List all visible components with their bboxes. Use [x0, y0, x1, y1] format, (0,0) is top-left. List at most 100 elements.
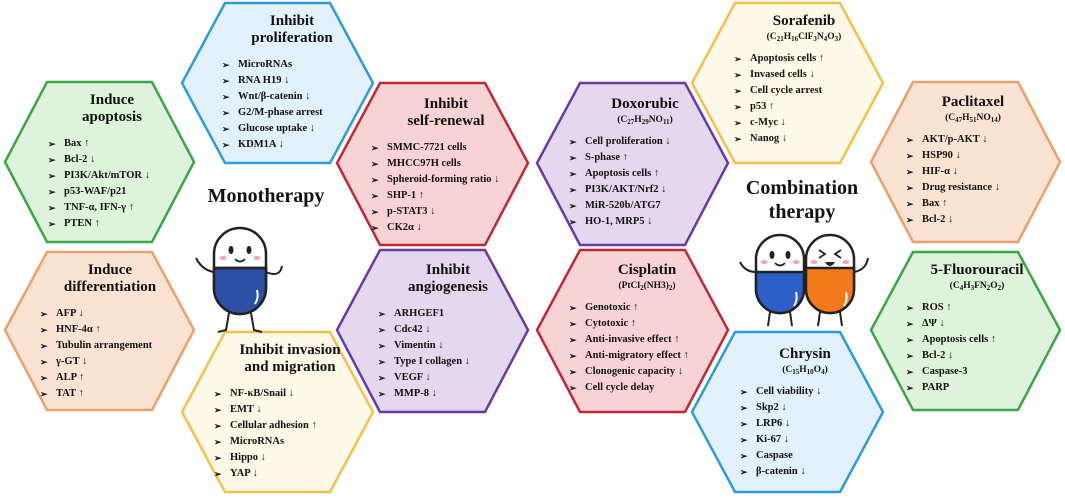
effect-text: PI3K/Akt/mTOR ↓ [64, 170, 150, 181]
effect-text: RNA H19 ↓ [238, 75, 290, 86]
effect-text: PARP [922, 382, 950, 393]
effect-item: ➢NF-κB/Snail ↓ [214, 386, 366, 402]
effect-item: ➢ SMMC-7721 cells [371, 140, 521, 156]
effect-item: ➢Anti-invasive effect ↑ [569, 332, 725, 348]
effect-text: Cytotoxic ↑ [585, 318, 637, 329]
hex-title-line: Inhibit [423, 96, 469, 112]
effect-item: ➢AFP ↓ [40, 306, 180, 322]
bullet-arrow-icon: ➢ [371, 207, 379, 217]
effect-item: ➢Bax ↑ [906, 196, 1040, 212]
bullet-arrow-icon: ➢ [906, 135, 914, 145]
effect-item: ➢Hippo ↓ [214, 450, 366, 466]
bullet-arrow-icon: ➢ [378, 341, 386, 351]
effect-item: ➢PTEN ↑ [48, 216, 176, 232]
hex-title-line: angiogenesis [407, 279, 488, 295]
effect-text: Glucose uptake ↓ [238, 123, 316, 134]
effect-item: ➢ Glucose uptake ↓ [222, 121, 362, 137]
effect-item: ➢Cell cycle arrest [734, 83, 874, 99]
chemical-formula: (C27H29NO11) [617, 115, 673, 126]
content-cisplatin: Cisplatin(PtCl2(NH3)2)➢Genotoxic ↑➢Cytot… [569, 262, 725, 396]
effect-text: Cell cycle arrest [750, 85, 823, 96]
effect-text: Cell viability ↓ [756, 386, 822, 397]
hex-title-line: Inhibit invasion [239, 342, 341, 358]
combination-label-line2: therapy [768, 201, 836, 223]
effect-item: ➢AKT/p-AKT ↓ [906, 132, 1040, 148]
effect-text: Caspase [756, 450, 793, 461]
hex-title-line: 5-Fluorouracil [930, 262, 1024, 278]
bullet-arrow-icon: ➢ [740, 387, 748, 397]
hex-title-line: and migration [244, 359, 336, 375]
effect-text: Type I collagen ↓ [394, 356, 470, 367]
bullet-arrow-icon: ➢ [569, 201, 577, 211]
effect-text: MiR-520b/ATG7 [585, 200, 661, 211]
hex-paclitaxel [869, 80, 1062, 244]
bullet-arrow-icon: ➢ [569, 303, 577, 313]
hex-title-line: Paclitaxel [941, 94, 1005, 110]
effect-text: YAP ↓ [230, 468, 258, 479]
effect-item: ➢VEGF ↓ [378, 370, 518, 386]
effect-text: Anti-invasive effect ↑ [585, 334, 680, 345]
bullet-arrow-icon: ➢ [906, 215, 914, 225]
effect-text: p53-WAF/p21 [64, 186, 127, 197]
effect-item: ➢Bcl-2 ↓ [906, 348, 1048, 364]
bullet-arrow-icon: ➢ [48, 155, 56, 165]
effect-item: ➢CK2α ↓ [371, 220, 521, 236]
effect-text: SMMC-7721 cells [387, 142, 467, 153]
bullet-arrow-icon: ➢ [371, 143, 379, 153]
hex-title-line: self-renewal [407, 113, 485, 129]
effect-item: ➢Type I collagen ↓ [378, 354, 518, 370]
effect-list: ➢NF-κB/Snail ↓➢EMT ↓➢Cellular adhesion ↑… [214, 386, 366, 482]
bullet-arrow-icon: ➢ [222, 124, 230, 134]
bullet-arrow-icon: ➢ [48, 139, 56, 149]
bullet-arrow-icon: ➢ [214, 453, 222, 463]
effect-list: ➢AKT/p-AKT ↓➢HSP90 ↓➢HIF-α ↓➢Drug resist… [906, 132, 1040, 228]
content-paclitaxel: Paclitaxel(C47H51NO14)➢AKT/p-AKT ↓➢HSP90… [906, 94, 1040, 228]
effect-text: Cdc42 ↓ [394, 324, 431, 335]
effect-list: ➢Genotoxic ↑➢Cytotoxic ↑➢Anti-invasive e… [569, 300, 725, 396]
hex-title-line: proliferation [251, 30, 333, 46]
effect-item: ➢YAP ↓ [214, 466, 366, 482]
effect-text: ROS ↑ [922, 302, 952, 313]
bullet-arrow-icon: ➢ [734, 102, 742, 112]
effect-item: ➢Apoptosis cells ↑ [906, 332, 1048, 348]
effect-item: ➢TAT ↑ [40, 386, 180, 402]
bullet-arrow-icon: ➢ [569, 185, 577, 195]
effect-list: ➢Bax ↑➢Bcl-2 ↓➢PI3K/Akt/mTOR ↓➢p53-WAF/p… [48, 136, 176, 232]
hex-title-line: Doxorubic [611, 96, 679, 112]
effect-text: PTEN ↑ [64, 218, 100, 229]
effect-text: Caspase-3 [922, 366, 968, 377]
bullet-arrow-icon: ➢ [906, 183, 914, 193]
effect-text: Bax ↑ [922, 198, 948, 209]
effect-item: ➢S-phase ↑ [569, 150, 721, 166]
bullet-arrow-icon: ➢ [740, 403, 748, 413]
bullet-arrow-icon: ➢ [734, 54, 742, 64]
hex-title-line: differentiation [63, 279, 157, 295]
effect-text: Spheroid-forming ratio ↓ [387, 174, 500, 185]
bullet-arrow-icon: ➢ [378, 373, 386, 383]
effect-item: ➢Cell proliferation ↓ [569, 134, 721, 150]
effect-text: PI3K/AKT/Nrf2 ↓ [585, 184, 667, 195]
effect-item: ➢ MiR-520b/ATG7 [569, 198, 721, 214]
effect-item: ➢Cytotoxic ↑ [569, 316, 725, 332]
bullet-arrow-icon: ➢ [906, 383, 914, 393]
bullet-arrow-icon: ➢ [378, 325, 386, 335]
effect-item: ➢TNF-α, IFN-γ ↑ [48, 200, 176, 216]
effect-list: ➢ARHGEF1➢Cdc42 ↓➢Vimentin ↓➢Type I colla… [378, 306, 518, 402]
effect-text: HSP90 ↓ [922, 150, 961, 161]
effect-item: ➢β-catenin ↓ [740, 464, 870, 480]
effect-text: c-Myc ↓ [750, 117, 786, 128]
bullet-arrow-icon: ➢ [371, 223, 379, 233]
effect-text: EMT ↓ [230, 404, 262, 415]
hex-title: Paclitaxel [942, 94, 1004, 111]
content-fluorouracil: 5-Fluorouracil(C4H3FN2O2)➢ROS ↑➢ΔΨ ↓➢Apo… [906, 262, 1048, 396]
hex-title: Sorafenib [773, 13, 836, 30]
effect-item: ➢ PARP [906, 380, 1048, 396]
effect-item: ➢KDM1A ↓ [222, 137, 362, 153]
effect-item: ➢ROS ↑ [906, 300, 1048, 316]
effect-text: S-phase ↑ [585, 152, 628, 163]
effect-item: ➢Caspase-3 [906, 364, 1048, 380]
